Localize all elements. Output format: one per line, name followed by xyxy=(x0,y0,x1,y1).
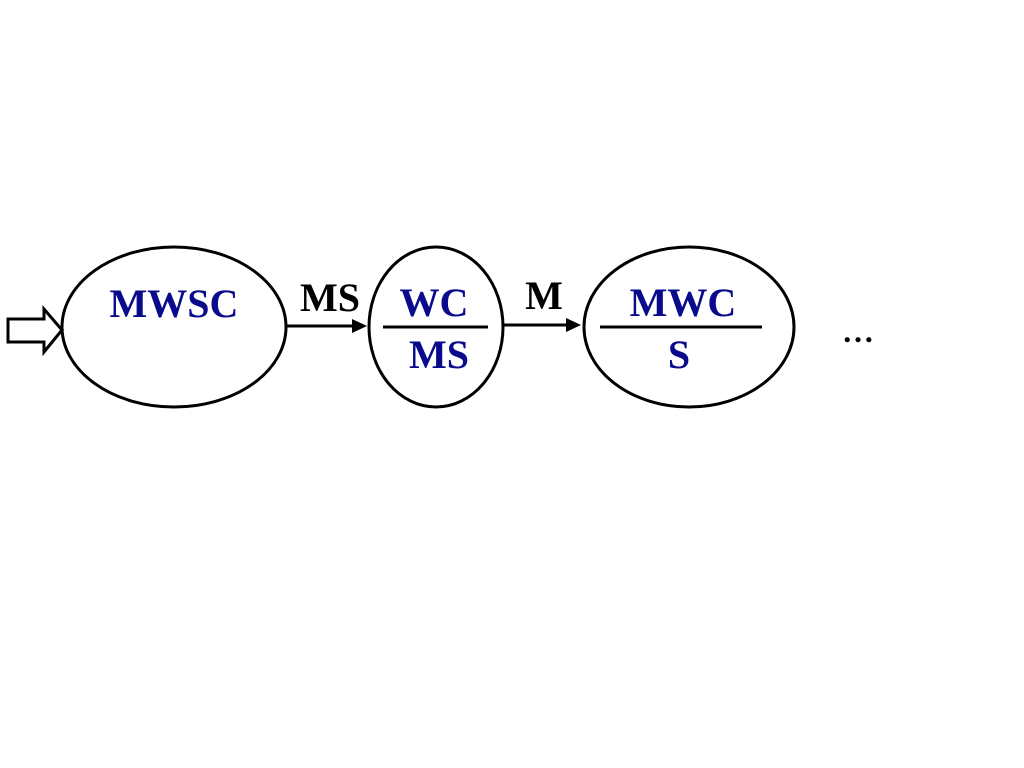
arrowhead-icon xyxy=(566,318,581,332)
state-ellipse xyxy=(367,245,505,409)
continuation-ellipsis: … xyxy=(842,313,874,349)
state-label-top: MWSC xyxy=(110,281,239,326)
hollow-arrow-icon xyxy=(6,304,64,357)
state-node-mwsc: MWSC xyxy=(60,245,288,409)
state-label-bottom: MS xyxy=(409,332,469,377)
state-ellipse xyxy=(60,245,288,409)
state-label-top: MWC xyxy=(630,280,737,325)
transition-arrow-ms: MS xyxy=(287,275,367,333)
transition-arrow-m: M xyxy=(504,273,581,332)
transition-label: MS xyxy=(300,275,360,320)
transition-label: M xyxy=(525,273,563,318)
state-node-wc-ms: WC MS xyxy=(367,245,505,409)
state-node-mwc-s: MWC S xyxy=(582,245,796,409)
state-ellipse xyxy=(582,245,796,409)
arrowhead-icon xyxy=(352,319,367,333)
state-label-bottom: S xyxy=(668,332,690,377)
state-label-top: WC xyxy=(400,280,469,325)
